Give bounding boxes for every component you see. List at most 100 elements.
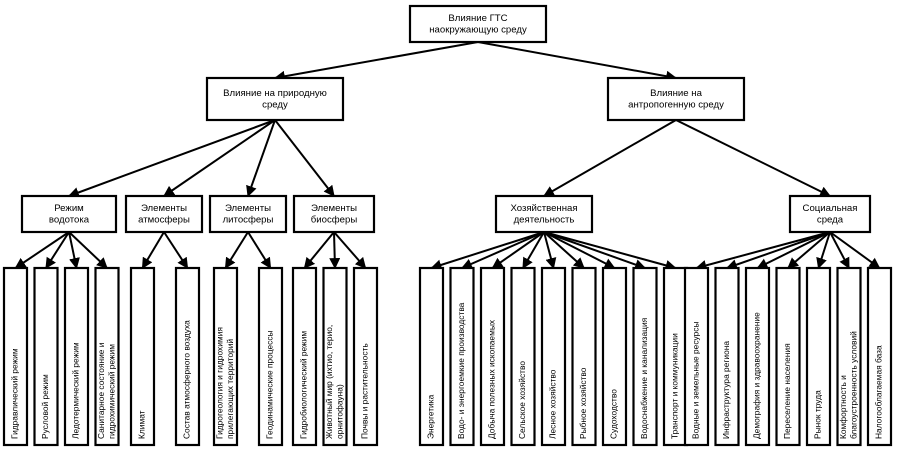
leaf-social-5[interactable]	[836, 266, 862, 447]
leaf-label-economic-6-line-0: Судоходство	[609, 389, 619, 439]
edge-water-regime-leaf-2	[68, 231, 80, 270]
leaf-label-water-regime-1-line-0: Русловой режим	[40, 374, 50, 439]
edge-anthropogenic-social	[675, 119, 831, 197]
leaf-economic-3[interactable]	[510, 266, 536, 447]
leaf-economic-6[interactable]	[601, 266, 628, 447]
leaf-label-lithosphere-0-line-1: прилегающих территорий	[225, 339, 235, 439]
leaf-economic-4[interactable]	[540, 266, 567, 447]
label-water-regime-line-1: водотока	[49, 214, 90, 225]
leaf-label-social-1-line-0: Инфраструктура региона	[721, 341, 731, 439]
leaf-economic-1[interactable]	[449, 266, 475, 447]
edges-layer	[14, 41, 881, 271]
leaf-label-biosphere-0-line-0: Гидробиологический режим	[299, 331, 309, 439]
leaf-water-regime-0[interactable]	[2, 266, 29, 447]
leaf-label-atmosphere-1-line-0: Состав атмосферного воздуха	[182, 320, 192, 439]
edge-water-regime-leaf-3	[68, 231, 108, 269]
edge-biosphere-leaf-1	[329, 231, 341, 270]
leaf-label-social-6-line-0: Налогооблагаемая база	[874, 345, 884, 439]
root-label-line-1: наокружающую среду	[429, 24, 527, 35]
leaf-label-economic-0-line-0: Энергетика	[426, 394, 436, 439]
leaf-label-social-0-line-0: Водные и земельные ресурсы	[691, 322, 701, 439]
edge-lithosphere-leaf-0	[224, 231, 249, 269]
edge-social-leaf-5	[829, 231, 850, 269]
leaf-label-social-5-line-0: Комфортность и	[838, 375, 848, 439]
leaf-label-biosphere-1-line-1: орнитофауна)	[334, 384, 344, 439]
label-social-line-1: среда	[817, 214, 844, 225]
leaf-atmosphere-0[interactable]	[129, 266, 156, 447]
edge-water-regime-leaf-0	[14, 231, 70, 269]
edge-root-anthropogenic	[477, 41, 678, 82]
label-economic-line-1: деятельность	[514, 214, 575, 225]
leaf-social-6[interactable]	[866, 266, 893, 447]
node-biosphere[interactable]	[292, 194, 376, 234]
label-lithosphere-line-1: литосферы	[223, 214, 274, 225]
leaf-social-2[interactable]	[744, 266, 771, 447]
leaf-label-lithosphere-0-line-0: Гидрогеология и гидрохимия	[214, 327, 224, 439]
edge-atmosphere-leaf-0	[141, 231, 165, 269]
leaf-label-social-3-line-0: Переселение населения	[782, 343, 792, 439]
label-anthropogenic-line-0: Влияние на	[650, 88, 703, 99]
leaf-label-water-regime-3-line-0: Санитарное состояние и	[96, 342, 106, 439]
node-economic[interactable]	[494, 194, 594, 234]
edge-social-leaf-4	[816, 231, 831, 270]
edge-atmosphere-leaf-1	[163, 231, 189, 269]
label-anthropogenic-line-1: антропогенную среду	[628, 99, 724, 110]
leaf-social-4[interactable]	[805, 266, 832, 447]
leaf-biosphere-0[interactable]	[291, 266, 318, 447]
edge-lithosphere-leaf-1	[247, 231, 272, 269]
leaf-water-regime-2[interactable]	[63, 266, 90, 447]
node-lithosphere[interactable]	[208, 194, 288, 234]
node-natural[interactable]	[205, 76, 345, 122]
leaf-economic-2[interactable]	[479, 266, 506, 447]
edge-economic-leaf-6	[543, 231, 616, 269]
leaf-label-biosphere-1-line-0: Животный мир (ихтио, терио,	[324, 325, 334, 439]
edge-social-leaf-2	[756, 231, 831, 269]
leaf-water-regime-1[interactable]	[33, 266, 59, 447]
edge-economic-leaf-4	[543, 231, 557, 270]
edge-water-regime-leaf-1	[45, 231, 70, 269]
leaf-economic-5[interactable]	[571, 266, 597, 447]
leaf-economic-7[interactable]	[632, 266, 658, 447]
edge-root-natural	[273, 41, 479, 82]
edge-social-leaf-1	[725, 231, 831, 270]
leaf-label-social-4-line-0: Рынок труда	[813, 390, 823, 439]
node-social[interactable]	[788, 194, 872, 234]
leaf-lithosphere-0[interactable]	[212, 266, 239, 447]
edge-economic-leaf-7	[543, 231, 647, 270]
node-anthropogenic[interactable]	[606, 76, 746, 122]
leaf-lithosphere-1[interactable]	[257, 266, 284, 447]
leaf-water-regime-3[interactable]	[94, 266, 120, 447]
leaf-social-1[interactable]	[714, 266, 740, 447]
leaf-label-economic-5-line-0: Рыбное хозяйство	[578, 367, 588, 439]
leaf-label-social-5-line-1: благоустроенность условий	[848, 331, 858, 439]
leaf-label-water-regime-2-line-0: Ледотермический режим	[71, 342, 81, 439]
leaf-atmosphere-1[interactable]	[174, 266, 201, 447]
leaf-label-economic-4-line-0: Лесное хозяйство	[548, 369, 558, 439]
leaf-biosphere-1[interactable]	[322, 266, 348, 447]
node-water-regime[interactable]	[20, 194, 118, 234]
label-natural-line-1: среду	[262, 99, 288, 110]
edge-economic-leaf-3	[522, 231, 545, 269]
leaf-label-economic-7-line-0: Водоснабжение и канализация	[639, 318, 649, 439]
label-natural-line-0: Влияние на природную	[223, 88, 327, 99]
node-root[interactable]	[408, 4, 548, 44]
edge-social-leaf-0	[695, 231, 831, 271]
leaf-label-lithosphere-1-line-0: Геодинамические процессы	[265, 330, 275, 439]
leaf-social-3[interactable]	[775, 266, 801, 447]
label-social-line-0: Социальная	[803, 203, 858, 214]
leaf-economic-0[interactable]	[418, 266, 445, 447]
node-atmosphere[interactable]	[124, 194, 204, 234]
root-label-line-0: Влияние ГТС	[448, 13, 507, 24]
edge-biosphere-leaf-0	[303, 231, 335, 269]
leaf-social-0[interactable]	[683, 266, 710, 447]
edge-anthropogenic-economic	[543, 119, 677, 197]
label-atmosphere-line-0: Элементы	[141, 203, 187, 214]
label-atmosphere-line-1: атмосферы	[138, 214, 190, 225]
label-biosphere-line-1: биосферы	[311, 214, 358, 225]
label-biosphere-line-0: Элементы	[311, 203, 357, 214]
leaf-label-water-regime-3-line-1: гидрохимический режим	[106, 344, 116, 439]
leaf-label-economic-8-line-0: Транспорт и коммуникации	[670, 333, 680, 439]
leaf-biosphere-2[interactable]	[352, 266, 379, 447]
